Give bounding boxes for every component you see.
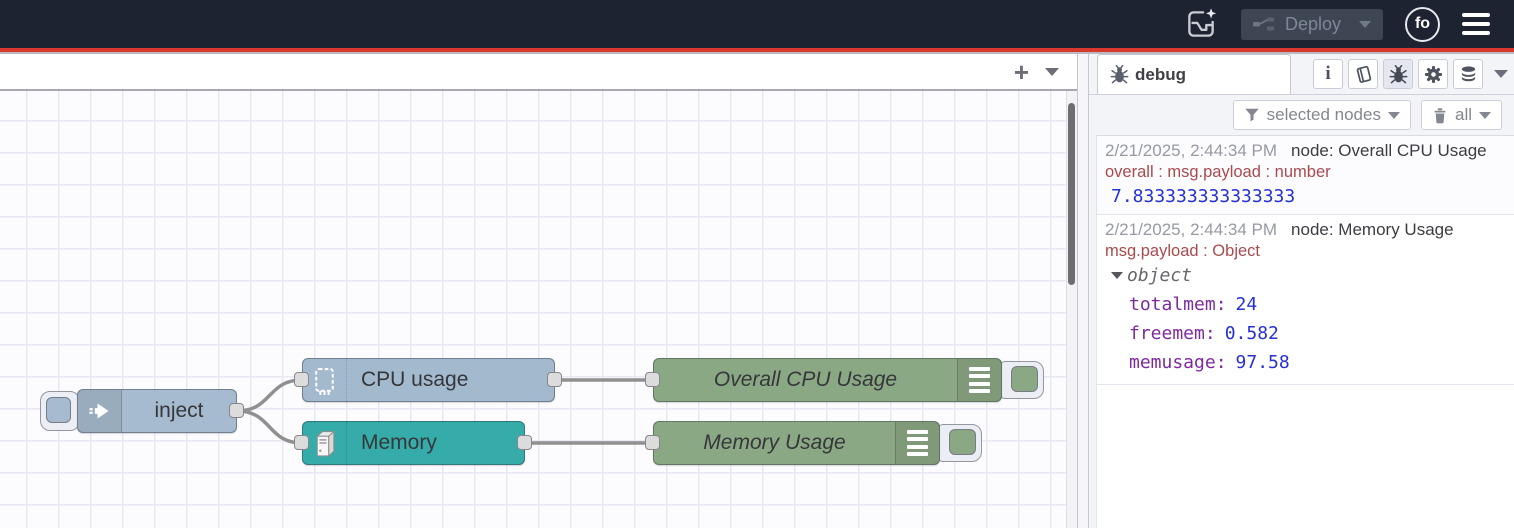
- field-value: 24: [1235, 294, 1258, 315]
- sidebar-tool-buttons: i: [1313, 59, 1508, 89]
- node-label: CPU usage: [361, 368, 469, 391]
- field-value: 0.582: [1224, 323, 1279, 344]
- field-key: totalmem:: [1129, 294, 1227, 315]
- user-avatar[interactable]: fo: [1405, 6, 1440, 42]
- deploy-options-caret-icon[interactable]: [1359, 20, 1371, 28]
- node-memory[interactable]: Memory: [302, 421, 525, 465]
- message-property: overall : msg.payload : number: [1105, 163, 1331, 181]
- cpu-input-port[interactable]: [294, 372, 309, 387]
- object-field-row: freemem: 0.582: [1105, 319, 1506, 348]
- field-value: 97.58: [1235, 352, 1290, 373]
- info-tab-button[interactable]: i: [1313, 59, 1343, 89]
- message-source-node: node: Memory Usage: [1291, 220, 1454, 239]
- message-value: 7.833333333333333: [1111, 186, 1296, 207]
- debug-tab-button[interactable]: [1383, 59, 1413, 89]
- debug-message-list: 2/21/2025, 2:44:34 PM node: Overall CPU …: [1096, 135, 1514, 528]
- message-timestamp: 2/21/2025, 2:44:34 PM: [1105, 220, 1278, 239]
- debug-clear-button[interactable]: all: [1420, 100, 1502, 130]
- trash-icon: [1434, 107, 1446, 123]
- filter-funnel-icon: [1244, 108, 1259, 122]
- memory-output-port[interactable]: [517, 435, 532, 450]
- wire-inject-cpu: [236, 378, 303, 413]
- add-flow-button[interactable]: +: [1013, 56, 1029, 87]
- config-tab-button[interactable]: [1418, 59, 1448, 89]
- workspace-column: +: [0, 54, 1078, 528]
- deploy-button[interactable]: Deploy: [1240, 8, 1383, 40]
- bug-icon: [1110, 65, 1129, 84]
- node-label: inject: [154, 399, 204, 422]
- object-expander-row[interactable]: object: [1105, 261, 1506, 290]
- canvas-vertical-scrollbar[interactable]: [1066, 91, 1077, 528]
- deploy-label: Deploy: [1284, 13, 1341, 34]
- message-meta: 2/21/2025, 2:44:34 PM node: Overall CPU …: [1105, 141, 1506, 161]
- debug-filter-button[interactable]: selected nodes: [1232, 100, 1411, 130]
- debug-enable-toggle[interactable]: [1011, 366, 1038, 392]
- wires-layer: [236, 378, 653, 445]
- inject-button-well: [40, 391, 80, 431]
- debug-toolbar: selected nodes all: [1089, 95, 1514, 135]
- debug-overall-input-port[interactable]: [645, 372, 660, 387]
- cpu-chip-icon: [303, 359, 347, 401]
- sidebar-resize-handle[interactable]: [1078, 54, 1089, 528]
- header-divider-line: [0, 52, 1514, 54]
- message-meta: 2/21/2025, 2:44:34 PM node: Memory Usage: [1105, 220, 1506, 240]
- header-alert-line: [0, 48, 1514, 52]
- message-list-empty-area: [1097, 385, 1514, 528]
- field-key: memusage:: [1129, 352, 1227, 373]
- main-menu-icon[interactable]: [1462, 13, 1490, 35]
- canvas-scrollbar-thumb[interactable]: [1068, 103, 1075, 285]
- flow-list-caret-icon[interactable]: [1045, 67, 1059, 76]
- cpu-output-port[interactable]: [547, 372, 562, 387]
- node-inject[interactable]: inject: [77, 389, 237, 433]
- memory-input-port[interactable]: [294, 435, 309, 450]
- debug-memusage-input-port[interactable]: [645, 435, 660, 450]
- message-property: msg.payload : Object: [1105, 242, 1260, 260]
- help-tab-button[interactable]: [1348, 59, 1378, 89]
- debug-message[interactable]: 2/21/2025, 2:44:34 PM node: Overall CPU …: [1097, 136, 1514, 215]
- flow-tab-bar: +: [0, 54, 1077, 91]
- node-label: Memory Usage: [703, 431, 846, 454]
- node-debug-memory-usage[interactable]: Memory Usage: [653, 421, 940, 465]
- object-type-label: object: [1127, 265, 1193, 286]
- message-source-node: node: Overall CPU Usage: [1291, 141, 1487, 160]
- debug-sidebar: debug i: [1089, 54, 1514, 528]
- wire-inject-memory: [236, 409, 303, 445]
- inject-output-port[interactable]: [229, 403, 244, 418]
- field-key: freemem:: [1129, 323, 1216, 344]
- app-header: Deploy fo: [0, 0, 1514, 48]
- clear-label: all: [1454, 105, 1472, 124]
- node-cpu-usage[interactable]: CPU usage: [302, 358, 555, 402]
- debug-message[interactable]: 2/21/2025, 2:44:34 PM node: Memory Usage…: [1097, 215, 1514, 385]
- user-initials: fo: [1414, 15, 1431, 32]
- computer-tower-icon: [303, 422, 347, 464]
- node-debug-overall-cpu[interactable]: Overall CPU Usage: [653, 358, 1002, 402]
- node-label: Overall CPU Usage: [713, 368, 898, 391]
- debug-output-icon: [895, 422, 939, 464]
- tab-debug[interactable]: debug: [1097, 54, 1291, 94]
- flow-canvas[interactable]: inject CPU usage: [0, 91, 1077, 528]
- debug-toggle-well: [934, 424, 982, 462]
- filter-caret-icon: [1387, 111, 1400, 119]
- object-field-row: memusage: 97.58: [1105, 348, 1506, 377]
- flow-assistant-icon[interactable]: [1183, 6, 1219, 42]
- inject-arrow-icon: [78, 390, 122, 432]
- debug-enable-toggle[interactable]: [949, 429, 976, 455]
- collapse-caret-icon[interactable]: [1111, 272, 1123, 279]
- tab-debug-label: debug: [1135, 64, 1186, 84]
- node-label: Memory: [361, 431, 437, 454]
- context-data-tab-button[interactable]: [1453, 59, 1483, 89]
- object-field-row: totalmem: 24: [1105, 290, 1506, 319]
- deploy-icon: [1252, 16, 1275, 32]
- filter-label: selected nodes: [1266, 105, 1381, 124]
- sidebar-tab-bar: debug i: [1089, 54, 1514, 95]
- debug-output-icon: [957, 359, 1001, 401]
- sidebar-tabs-caret-icon[interactable]: [1494, 70, 1508, 78]
- clear-caret-icon: [1479, 111, 1491, 119]
- debug-toggle-well: [996, 361, 1044, 399]
- inject-trigger-button[interactable]: [46, 397, 71, 423]
- message-timestamp: 2/21/2025, 2:44:34 PM: [1105, 141, 1278, 160]
